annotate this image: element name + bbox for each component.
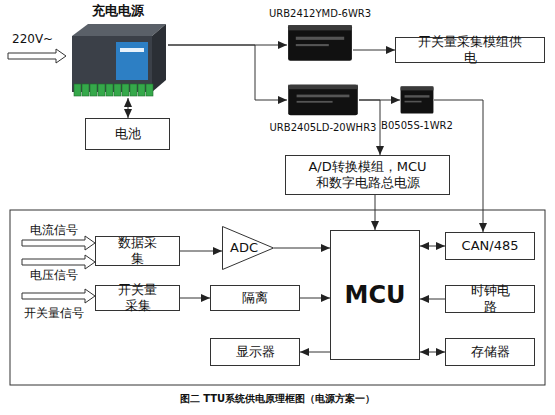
box-label: 时钟电路 bbox=[466, 283, 514, 315]
connector-arrow bbox=[300, 352, 330, 353]
connector-arrow bbox=[274, 248, 330, 249]
box-label: 存储器 bbox=[471, 344, 510, 360]
process-box: 隔离 bbox=[210, 285, 300, 311]
charger-illustration bbox=[68, 22, 168, 98]
module-illustration bbox=[287, 22, 353, 64]
connector-arrow bbox=[359, 100, 400, 101]
box-label: 显示器 bbox=[236, 344, 275, 360]
module-illustration bbox=[287, 82, 359, 118]
voltage-label: 220V~ bbox=[12, 32, 53, 46]
connector-arrow bbox=[420, 352, 445, 353]
process-box: 开关量采集 bbox=[95, 285, 180, 311]
process-box: 显示器 bbox=[210, 338, 300, 366]
connector-arrow bbox=[168, 45, 287, 100]
connector-arrow bbox=[420, 299, 445, 300]
input-arrow bbox=[22, 236, 95, 250]
part-name: URB2405LD-20WHR3 bbox=[270, 122, 377, 134]
process-box: CAN/485 bbox=[445, 232, 535, 260]
process-box: 存储器 bbox=[445, 338, 535, 366]
system-frame bbox=[10, 210, 545, 385]
connector-arrow bbox=[300, 298, 330, 299]
connector-arrow bbox=[420, 246, 445, 247]
input-arrow bbox=[8, 49, 66, 63]
box-label: A/D转换模组，MCU 和数字电路总电源 bbox=[306, 159, 429, 191]
power-module: URB2412YMD-6WR3 bbox=[287, 22, 353, 64]
module-illustration bbox=[400, 84, 434, 116]
process-box: 数据采集 bbox=[95, 236, 180, 266]
connector-arrow bbox=[128, 98, 129, 118]
connector-arrow bbox=[180, 251, 222, 252]
mcu-box: MCU bbox=[330, 230, 420, 360]
battery-box: 电池 bbox=[85, 118, 170, 150]
box-label: ADC bbox=[230, 240, 258, 256]
power-module: B0505S-1WR2 bbox=[400, 84, 434, 116]
charger-unit: 充电电源 bbox=[68, 22, 168, 98]
process-box: 时钟电路 bbox=[445, 285, 535, 313]
box-label: CAN/485 bbox=[462, 238, 519, 254]
connector-arrow bbox=[353, 50, 395, 51]
connector-arrow bbox=[375, 195, 376, 230]
process-box: A/D转换模组，MCU 和数字电路总电源 bbox=[285, 155, 450, 195]
box-label: 开关量采集模组供电 bbox=[416, 34, 524, 66]
box-label: 数据采集 bbox=[116, 235, 159, 267]
part-name: 充电电源 bbox=[92, 3, 144, 19]
signal-label: 电压信号 bbox=[30, 268, 78, 282]
part-name: B0505S-1WR2 bbox=[381, 120, 453, 132]
box-label: 电池 bbox=[115, 126, 141, 142]
process-box: 开关量采集模组供电 bbox=[395, 37, 545, 63]
adc-triangle: ADC bbox=[222, 226, 274, 270]
box-label: MCU bbox=[345, 281, 406, 309]
signal-label: 开关量信号 bbox=[24, 306, 84, 320]
box-label: 隔离 bbox=[242, 290, 268, 306]
input-arrow bbox=[22, 289, 95, 303]
input-arrow bbox=[22, 255, 95, 269]
connector-arrow bbox=[168, 45, 287, 46]
connector-arrow bbox=[180, 298, 210, 299]
part-name: URB2412YMD-6WR3 bbox=[269, 8, 371, 20]
figure-caption: 图二 TTU系统供电原理框图（电源方案一） bbox=[0, 392, 555, 406]
power-module: URB2405LD-20WHR3 bbox=[287, 82, 359, 118]
box-label: 开关量采集 bbox=[116, 282, 159, 314]
signal-label: 电流信号 bbox=[30, 223, 78, 237]
